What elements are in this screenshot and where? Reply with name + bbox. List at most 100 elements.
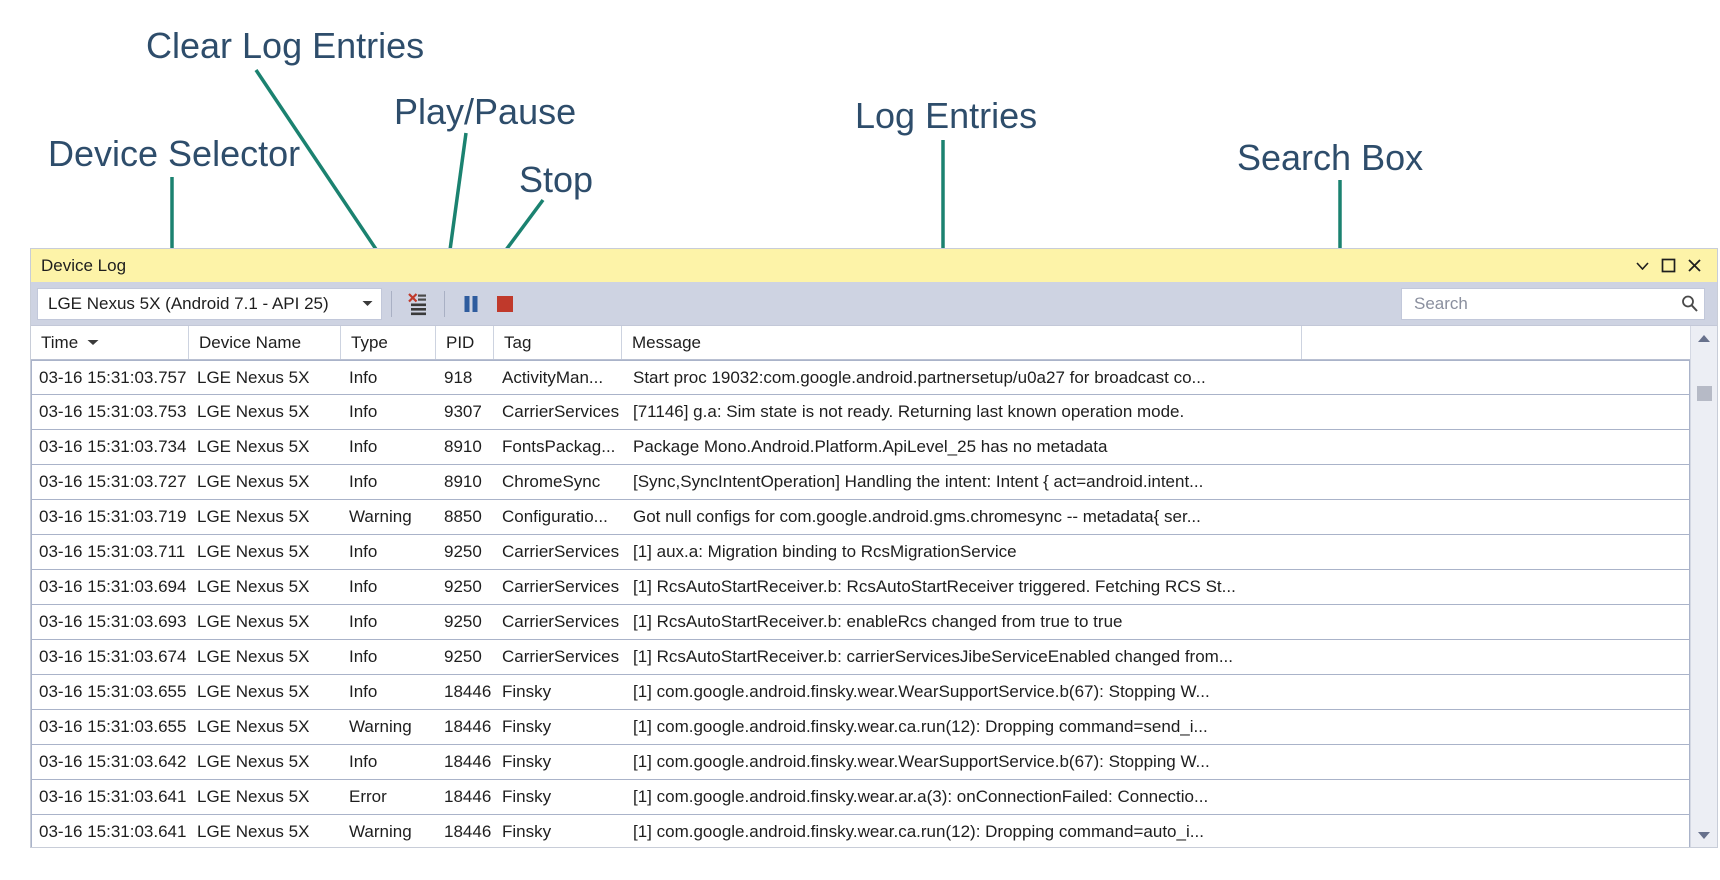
log-cell-time: 03-16 15:31:03.753 xyxy=(39,402,187,421)
column-header-pid[interactable]: PID xyxy=(436,326,494,359)
log-cell-type: Info xyxy=(349,682,378,701)
log-cell-device-name: LGE Nexus 5X xyxy=(197,542,310,561)
log-cell-message: Start proc 19032:com.google.android.part… xyxy=(633,367,1206,387)
search-icon[interactable] xyxy=(1678,294,1700,313)
log-cell-message: [1] RcsAutoStartReceiver.b: RcsAutoStart… xyxy=(633,577,1236,596)
device-log-tool-window: Device Log LGE Nexus 5X (Android 7.1 - A… xyxy=(30,248,1718,848)
log-cell-pid: 8910 xyxy=(444,437,482,456)
log-cell-device-name: LGE Nexus 5X xyxy=(197,367,310,387)
log-cell-pid: 8850 xyxy=(444,507,482,526)
log-cell-tag: CarrierServices xyxy=(502,542,620,561)
log-cell-device-name: LGE Nexus 5X xyxy=(197,717,310,736)
column-header-device-name[interactable]: Device Name xyxy=(189,326,341,359)
toolbar-separator-1 xyxy=(391,290,392,317)
log-cell-time: 03-16 15:31:03.727 xyxy=(39,472,187,491)
scrollbar-thumb[interactable] xyxy=(1697,386,1712,401)
log-cell-time: 03-16 15:31:03.641 xyxy=(39,822,187,841)
window-dropdown-icon[interactable] xyxy=(1629,254,1655,278)
annotation-clear-log-entries: Clear Log Entries xyxy=(146,25,425,66)
log-cell-device-name: LGE Nexus 5X xyxy=(197,787,310,806)
column-header-filler xyxy=(1302,326,1690,359)
log-cell-type: Warning xyxy=(349,822,412,841)
log-cell-device-name: LGE Nexus 5X xyxy=(197,437,310,456)
column-header-type[interactable]: Type xyxy=(341,326,436,359)
scroll-up-icon[interactable] xyxy=(1691,326,1717,350)
log-cell-type: Info xyxy=(349,402,378,421)
log-cell-device-name: LGE Nexus 5X xyxy=(197,577,310,596)
vertical-scrollbar[interactable] xyxy=(1690,326,1717,847)
chevron-down-icon xyxy=(359,300,375,307)
log-cell-device-name: LGE Nexus 5X xyxy=(197,507,310,526)
annotation-search-box: Search Box xyxy=(1237,137,1424,178)
log-cell-tag: CarrierServices xyxy=(502,612,620,631)
log-cell-tag: ActivityMan... xyxy=(502,367,604,387)
clear-log-entries-button[interactable] xyxy=(401,287,435,321)
log-cell-tag: CarrierServices xyxy=(502,577,620,596)
log-cell-message: [1] aux.a: Migration binding to RcsMigra… xyxy=(633,542,1017,561)
annotation-stop: Stop xyxy=(519,159,594,200)
log-cell-type: Info xyxy=(349,472,378,491)
log-cell-pid: 18446 xyxy=(444,717,492,736)
grid-main: Time Device Name Type PID Tag xyxy=(31,326,1690,847)
stop-button[interactable] xyxy=(488,287,522,321)
log-cell-time: 03-16 15:31:03.757 xyxy=(39,367,187,387)
log-cell-time: 03-16 15:31:03.719 xyxy=(39,507,187,526)
log-cell-message: [71146] g.a: Sim state is not ready. Ret… xyxy=(633,402,1185,421)
log-cell-device-name: LGE Nexus 5X xyxy=(197,682,310,701)
log-cell-type: Info xyxy=(349,437,378,456)
log-entries-grid: Time Device Name Type PID Tag xyxy=(31,326,1717,847)
column-header-pid-label: PID xyxy=(446,332,475,352)
log-cell-pid: 18446 xyxy=(444,822,492,841)
log-cell-type: Info xyxy=(349,367,378,387)
log-cell-pid: 9250 xyxy=(444,577,482,596)
log-cell-device-name: LGE Nexus 5X xyxy=(197,822,310,841)
log-cell-device-name: LGE Nexus 5X xyxy=(197,752,310,771)
log-cell-pid: 18446 xyxy=(444,787,492,806)
column-header-tag-label: Tag xyxy=(504,332,532,352)
device-selector-combobox[interactable]: LGE Nexus 5X (Android 7.1 - API 25) xyxy=(37,287,382,320)
window-close-icon[interactable] xyxy=(1681,254,1707,278)
annotation-play-pause: Play/Pause xyxy=(394,91,577,132)
log-cell-message: [1] com.google.android.finsky.wear.WearS… xyxy=(633,682,1210,701)
column-header-message[interactable]: Message xyxy=(622,326,1302,359)
annotation-device-selector: Device Selector xyxy=(48,133,301,174)
scrollbar-track[interactable] xyxy=(1691,350,1717,823)
log-cell-pid: 9250 xyxy=(444,542,482,561)
log-cell-device-name: LGE Nexus 5X xyxy=(197,647,310,666)
scroll-down-icon[interactable] xyxy=(1691,823,1717,847)
column-header-time[interactable]: Time xyxy=(31,326,189,359)
log-cell-tag: CarrierServices xyxy=(502,647,620,666)
column-header-tag[interactable]: Tag xyxy=(494,326,622,359)
table-row[interactable]: 03-16 15:31:03.641 LGE Nexus 5X Warning 184… xyxy=(31,815,1690,847)
column-header-device-name-label: Device Name xyxy=(199,332,302,352)
log-cell-type: Info xyxy=(349,752,378,771)
search-box[interactable] xyxy=(1401,287,1705,320)
log-cell-tag: Finsky xyxy=(502,787,552,806)
play-pause-button[interactable] xyxy=(454,287,488,321)
log-cell-time: 03-16 15:31:03.642 xyxy=(39,752,187,771)
log-cell-tag: Finsky xyxy=(502,752,552,771)
log-cell-device-name: LGE Nexus 5X xyxy=(197,472,310,491)
search-input[interactable] xyxy=(1412,292,1678,315)
log-cell-tag: Finsky xyxy=(502,682,552,701)
log-cell-message: [1] RcsAutoStartReceiver.b: carrierServi… xyxy=(633,647,1233,666)
log-cell-device-name: LGE Nexus 5X xyxy=(197,612,310,631)
log-cell-type: Info xyxy=(349,542,378,561)
log-cell-message: [1] com.google.android.finsky.wear.WearS… xyxy=(633,752,1210,771)
window-maximize-icon[interactable] xyxy=(1655,254,1681,278)
log-cell-tag: Finsky xyxy=(502,717,552,736)
